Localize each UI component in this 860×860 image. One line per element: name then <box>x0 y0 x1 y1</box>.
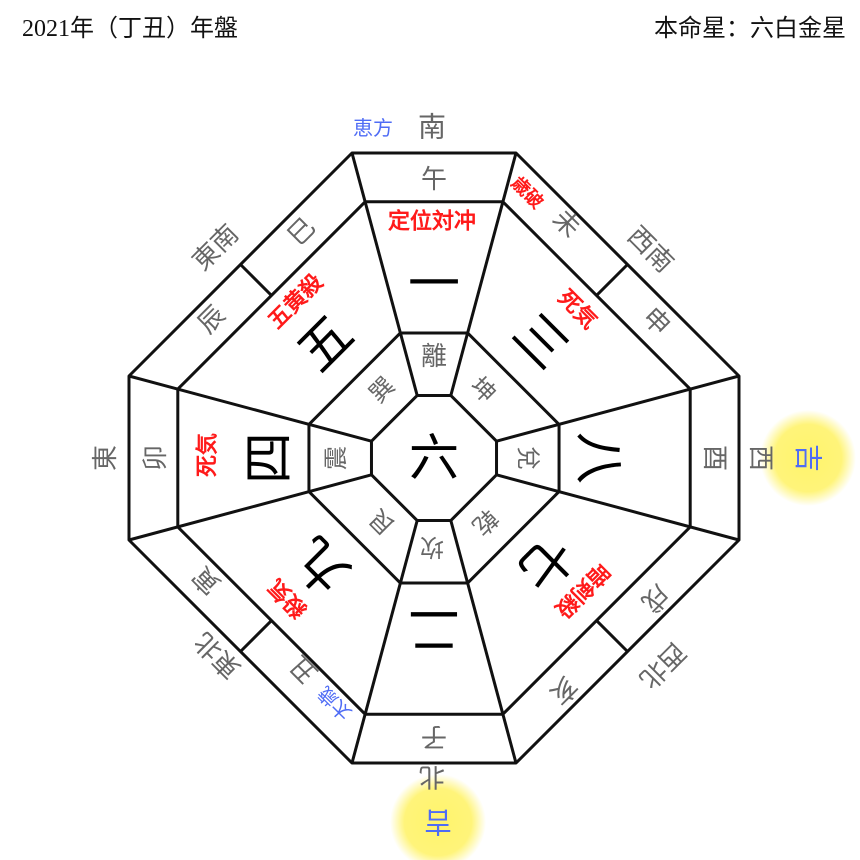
trigram-southwest: 坤 <box>465 372 502 409</box>
trigram-north: 坎 <box>420 533 444 561</box>
sector-divider <box>449 520 518 764</box>
mark-east: 死気 <box>195 433 221 477</box>
star-north: 二 <box>408 598 460 658</box>
lucky-glow-north <box>390 774 486 860</box>
direction-northwest: 西北 <box>633 636 691 694</box>
trigram-west: 兌 <box>514 446 542 470</box>
center-star: 六 <box>409 429 459 487</box>
star-east: 四 <box>240 432 300 484</box>
honmei-star: 本命星：六白金星 <box>654 16 846 42</box>
lucky-glow-west <box>760 410 856 506</box>
direction-southwest: 西南 <box>621 221 679 279</box>
trigram-northwest: 乾 <box>467 504 504 541</box>
branch-north: 子 <box>421 721 447 751</box>
octagon-grid <box>127 151 741 765</box>
branch-west: 酉 <box>699 445 729 471</box>
direction-south: 南 <box>418 111 446 144</box>
mark-south: 定位対冲 <box>388 209 476 235</box>
direction-east: 東 <box>91 445 121 471</box>
trigram-northeast: 艮 <box>364 504 401 541</box>
direction-west: 西 <box>745 445 775 471</box>
lucky-west: 吉 <box>792 444 825 472</box>
sector-divider <box>128 374 372 443</box>
branch-divider <box>595 619 629 653</box>
direction-northeast: 東北 <box>189 626 247 684</box>
eho-label: 恵方 <box>353 116 393 140</box>
star-west: 八 <box>568 432 628 484</box>
direction-north: 北 <box>419 761 445 791</box>
trigram-south: 離 <box>421 342 447 372</box>
sector-divider <box>350 152 419 396</box>
sector-divider <box>128 473 372 542</box>
branch-northeast-1: 丑 <box>284 649 324 689</box>
taisai-label: 太歳 <box>314 682 356 724</box>
trigram-southeast: 巽 <box>364 372 401 409</box>
branch-divider <box>239 619 273 653</box>
star-south: 一 <box>408 255 460 315</box>
sector-divider <box>350 520 419 764</box>
sector-divider <box>449 152 518 396</box>
branch-northeast-2: 寅 <box>187 560 227 600</box>
lucky-north: 吉 <box>424 806 452 839</box>
branch-southwest-1: 未 <box>546 204 586 244</box>
board-title: 2021年（丁丑）年盤 <box>22 16 238 42</box>
sector-divider <box>496 374 740 443</box>
sector-divider <box>496 473 740 542</box>
branch-south: 午 <box>421 165 447 195</box>
branch-divider <box>239 263 273 297</box>
branch-east: 卯 <box>141 445 171 471</box>
trigram-east: 震 <box>322 446 350 470</box>
branch-divider <box>595 263 629 297</box>
